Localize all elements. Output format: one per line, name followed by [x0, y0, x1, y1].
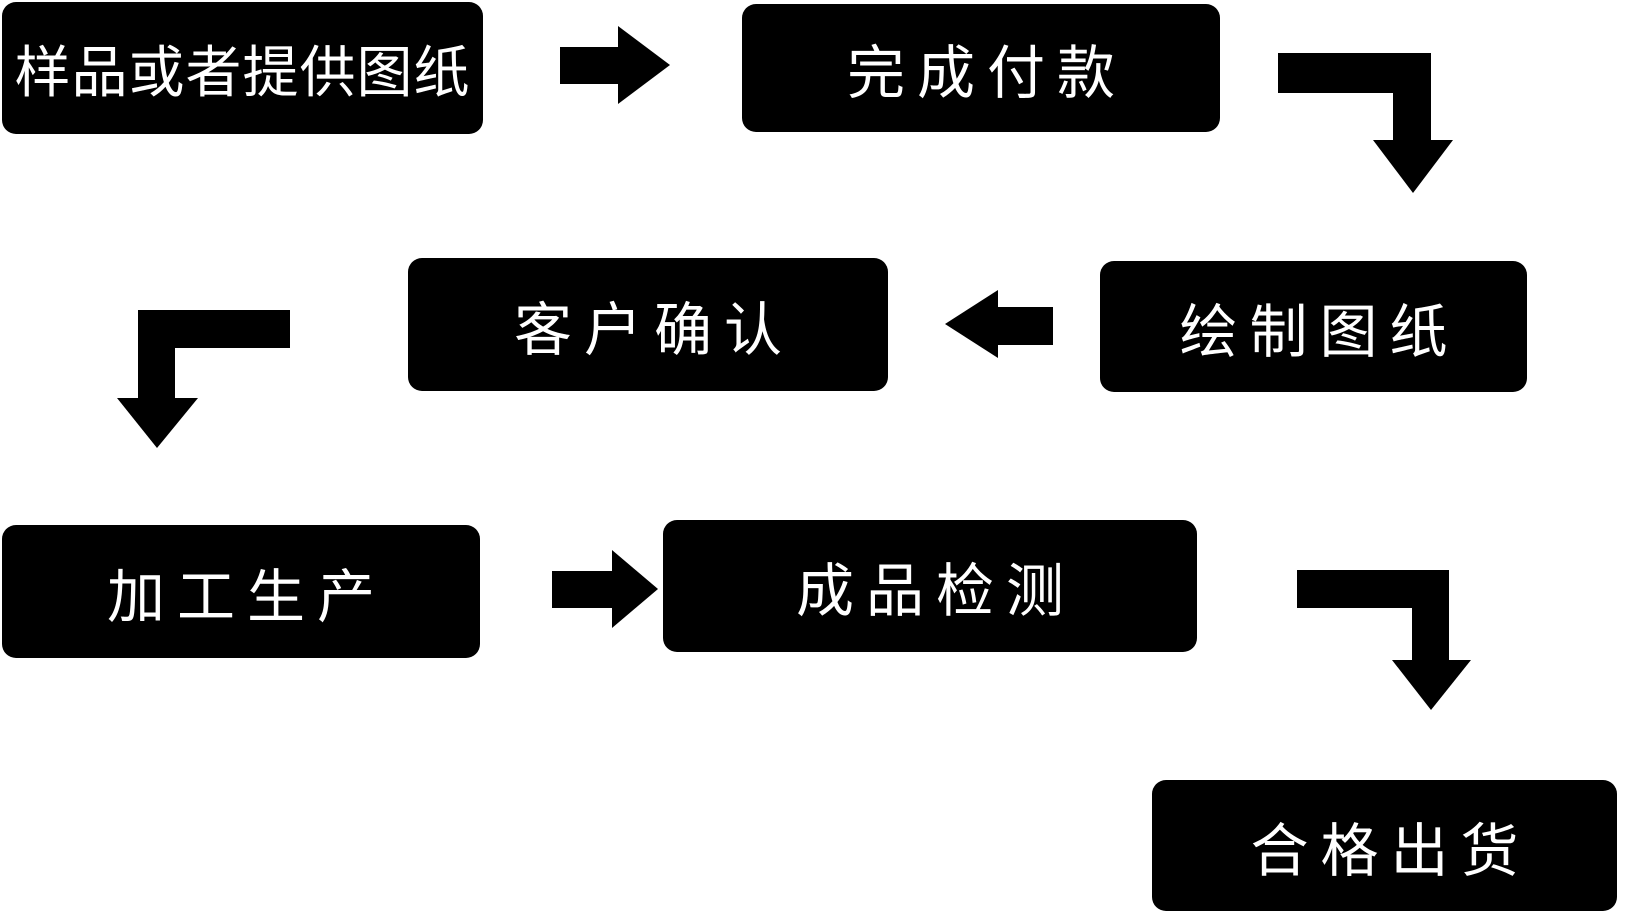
flow-node-label: 客户确认	[513, 297, 794, 363]
arrow-elbow-right-down-icon	[1278, 53, 1453, 193]
flow-node-payment: 完成付款	[742, 4, 1220, 132]
flow-node-label: 成品检测	[795, 559, 1076, 624]
flow-node-label: 绘制图纸	[1179, 299, 1460, 365]
flow-node-sample: 样品或者提供图纸	[2, 2, 483, 134]
arrow-right-icon	[552, 550, 658, 628]
arrow-right-icon	[560, 26, 670, 104]
flow-node-inspection: 成品检测	[663, 520, 1197, 652]
flow-node-label: 合格出货	[1250, 818, 1531, 884]
flow-node-confirm: 客户确认	[408, 258, 888, 391]
flow-node-label: 样品或者提供图纸	[14, 40, 471, 104]
arrow-left-icon	[945, 290, 1053, 358]
arrow-elbow-left-down-icon	[117, 310, 290, 448]
flow-node-drawing: 绘制图纸	[1100, 261, 1527, 392]
arrow-elbow-right-down-icon	[1297, 570, 1471, 710]
flow-node-label: 完成付款	[846, 41, 1127, 106]
flow-node-production: 加工生产	[2, 525, 480, 658]
flow-node-label: 加工生产	[106, 564, 387, 630]
flow-node-shipment: 合格出货	[1152, 780, 1617, 911]
